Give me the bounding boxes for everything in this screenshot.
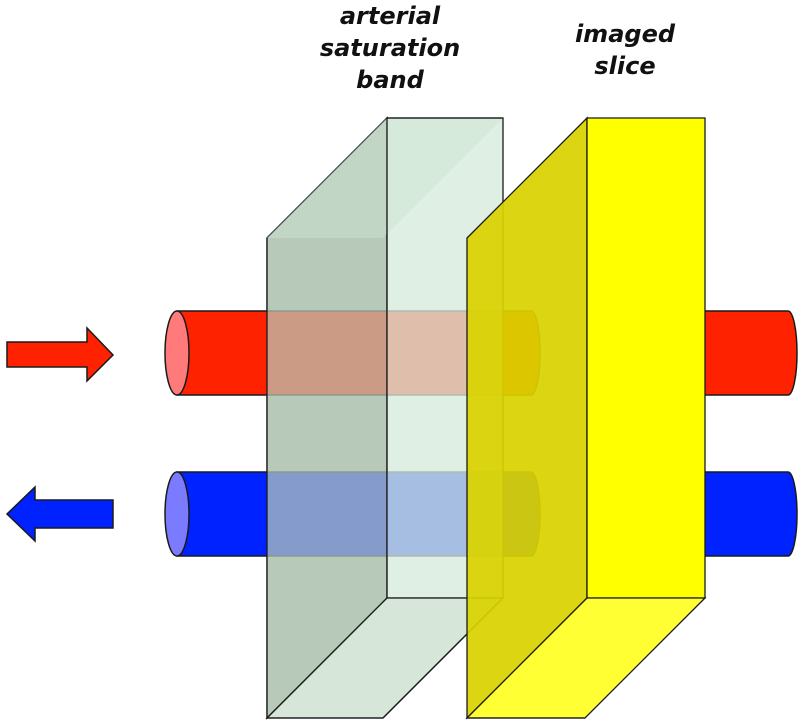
imaged-slice-label-line-1: imaged [574, 20, 676, 48]
outflow-arrow-icon [5, 485, 114, 543]
saturation-band-label: arterial saturation band [300, 0, 480, 96]
imaged-slice-label: imaged slice [555, 18, 695, 82]
saturation-band-label-line-1: arterial [339, 2, 441, 30]
imaged-slice-front-face [586, 117, 706, 599]
inflow-arrow-icon [6, 326, 115, 383]
imaged-slice [465, 116, 707, 720]
saturation-band-label-line-2: saturation [319, 34, 461, 62]
vein-outlet-cap [164, 471, 190, 557]
artery-inlet-cap [164, 310, 190, 396]
saturation-band-label-line-3: band [356, 66, 424, 94]
imaged-slice-label-line-2: slice [594, 52, 656, 80]
